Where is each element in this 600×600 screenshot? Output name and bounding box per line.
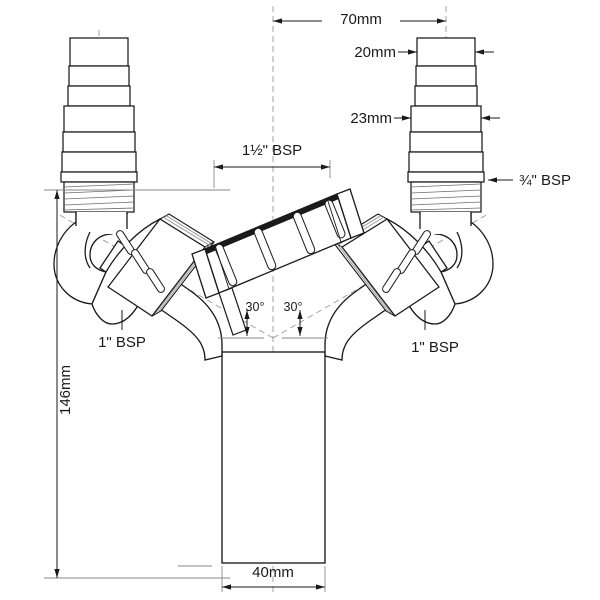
left-barb-step-3 (67, 85, 131, 107)
left-barb-step-7 (60, 171, 138, 183)
right-barb-step-4 (410, 105, 482, 133)
label-thread-three-quarter-bsp: ¾" BSP (488, 172, 571, 189)
left-barb-step-2 (68, 65, 130, 87)
center-cap-rib-2 (253, 227, 277, 271)
right-barb-step-6 (408, 151, 484, 173)
dim-112-label: 1½" BSP (242, 142, 302, 159)
center-cap-stub (218, 287, 247, 336)
dim-146-label: 146mm (57, 365, 74, 415)
dimension-one-half-bsp: 1½" BSP (213, 142, 331, 188)
left-hose-barb (60, 37, 138, 183)
dimension-20mm: 20mm (354, 44, 494, 61)
center-cap-ribs (214, 199, 346, 287)
dimension-70mm: 70mm (273, 6, 446, 28)
dim-20-label: 20mm (354, 44, 396, 61)
outlet-pipe (221, 351, 326, 564)
bsp1-right-label: 1" BSP (411, 339, 459, 356)
center-cap-left-end (191, 248, 220, 299)
left-thread-body (63, 181, 135, 213)
left-barb-step-4 (63, 105, 135, 133)
center-cap-right-end (336, 188, 365, 239)
left-nut-ribs (116, 230, 165, 293)
right-elbow-sweep-inner (456, 231, 463, 269)
dimension-40mm: 40mm (221, 564, 326, 592)
angle-dimensions: 30° 30° (218, 300, 328, 339)
dim-40-label: 40mm (252, 564, 294, 581)
left-elbow-neck (76, 212, 127, 234)
right-elbow-neck-edges (419, 212, 472, 229)
right-nut-rib-3 (382, 268, 401, 293)
center-cap-edge-lines (214, 197, 342, 290)
right-barb-step-7 (407, 171, 485, 183)
right-barb-step-2 (415, 65, 477, 87)
right-thread-body (410, 181, 482, 213)
angle-left-label: 30° (246, 300, 265, 314)
left-elbow-sweep-inner (84, 231, 91, 269)
center-cap-top-edge (205, 194, 339, 254)
angle-right-label: 30° (284, 300, 303, 314)
left-barb-thread (63, 181, 135, 213)
bsp34-label: ¾" BSP (519, 172, 571, 189)
outlet-pipe-body (221, 351, 326, 564)
y-body (149, 274, 398, 361)
dimension-146mm: 146mm (44, 189, 230, 579)
right-barb-thread (410, 181, 482, 213)
right-barb-step-1 (416, 37, 476, 67)
left-barb-step-6 (61, 151, 137, 173)
center-access-cap (191, 188, 365, 299)
right-elbow-neck (420, 212, 471, 234)
center-cap-rib-3 (292, 211, 316, 255)
left-barb-step-1 (69, 37, 129, 67)
left-thread-lines (63, 183, 135, 211)
right-barb-step-5 (409, 131, 483, 153)
left-nut-rib-3 (146, 268, 165, 293)
dimension-23mm: 23mm (350, 110, 500, 127)
center-cap-stub-body (218, 287, 247, 336)
dim-70-label: 70mm (340, 11, 382, 28)
left-elbow-neck-edges (75, 212, 128, 229)
left-barb-step-5 (62, 131, 136, 153)
right-barb-step-3 (414, 85, 478, 107)
dim-23-label: 23mm (350, 110, 392, 127)
label-right-one-inch-bsp: 1" BSP (411, 310, 459, 356)
right-hose-barb (407, 37, 485, 183)
bsp1-left-label: 1" BSP (98, 334, 146, 351)
label-left-one-inch-bsp: 1" BSP (98, 310, 146, 351)
right-thread-lines (410, 183, 482, 211)
right-nut-ribs (382, 230, 431, 293)
